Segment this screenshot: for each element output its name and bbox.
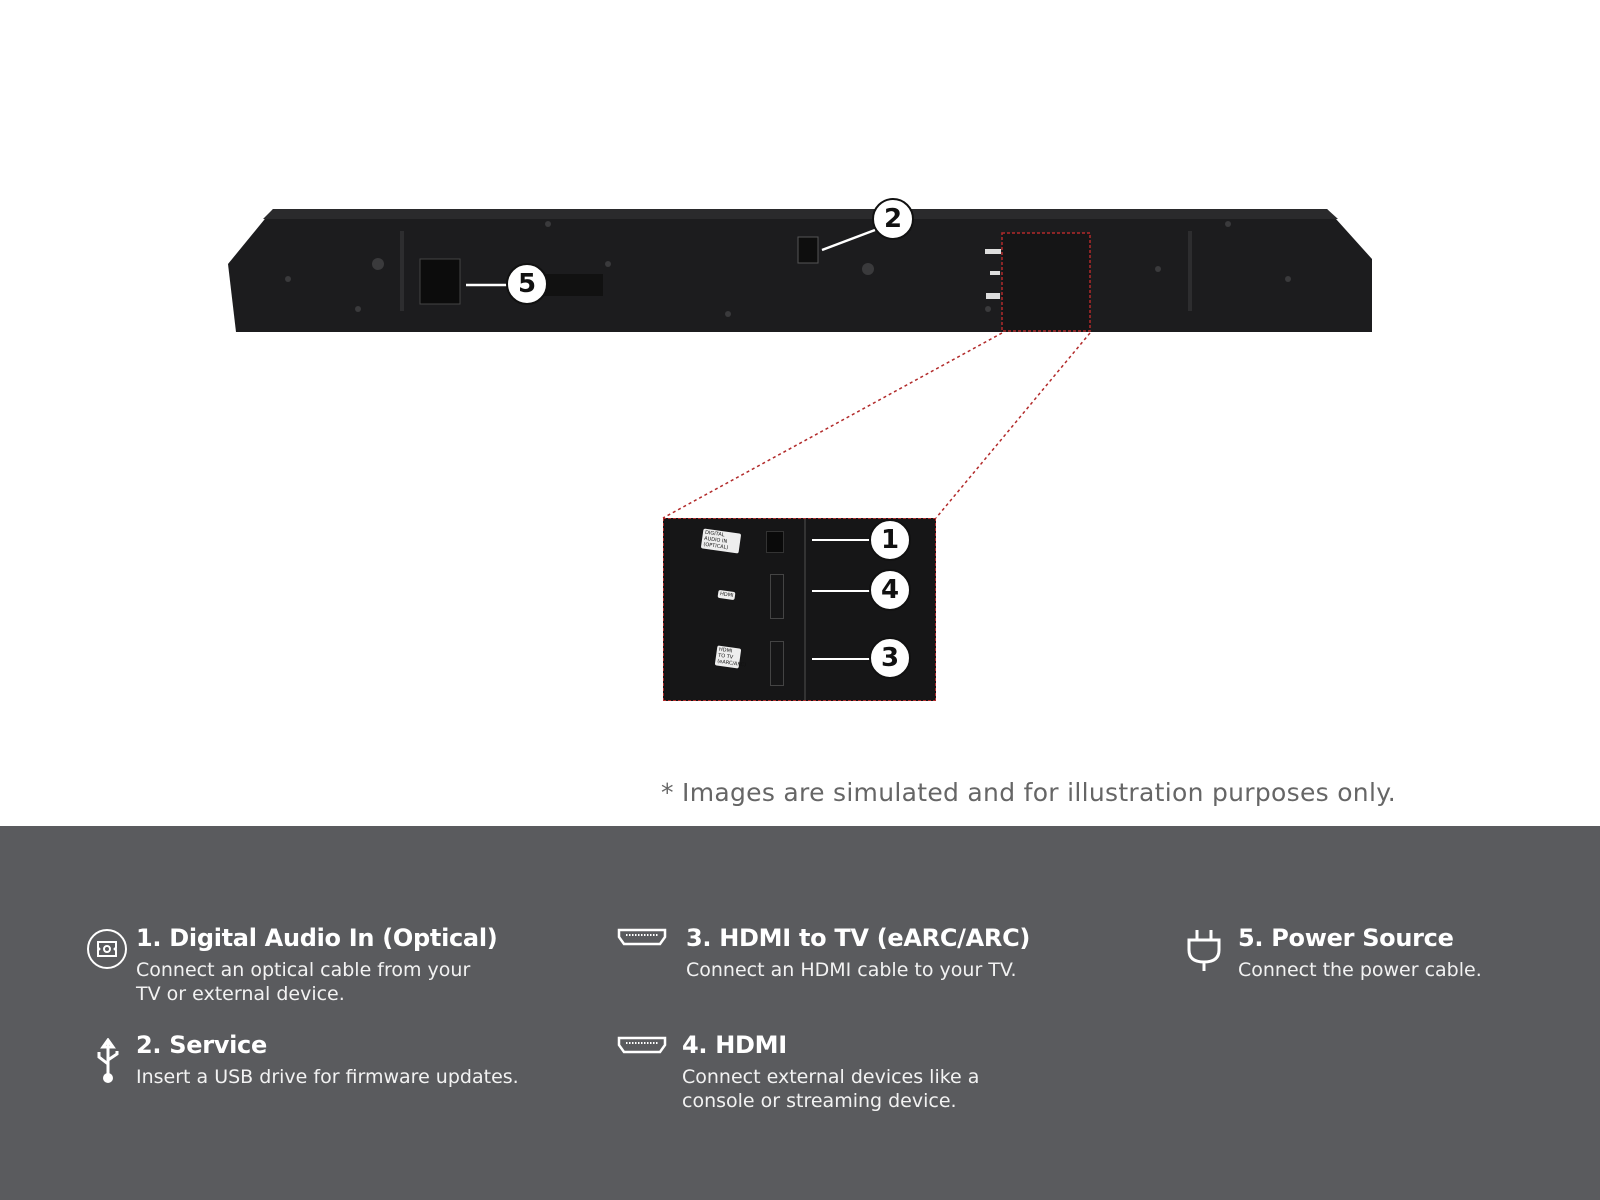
callout-4: 4 (869, 569, 911, 611)
hdmi-icon (617, 1036, 667, 1054)
item-power: 5. Power Source Connect the power cable. (1238, 924, 1482, 981)
port-closeup-inset: DIGITAL AUDIO IN (OPTICAL) HDMI HDMI TO … (663, 518, 936, 701)
callout-3: 3 (869, 637, 911, 679)
disclaimer: * Images are simulated and for illustrat… (661, 778, 1396, 807)
callout-2: 2 (872, 198, 914, 240)
hdmi-tv-port-label: HDMI TO TV (eARC/ARC) (714, 645, 746, 669)
callout-1: 1 (869, 519, 911, 561)
item-hdmi-tv: 3. HDMI to TV (eARC/ARC) Connect an HDMI… (686, 924, 1031, 981)
callout-5: 5 (506, 263, 548, 305)
optical-port-icon (87, 929, 127, 969)
hdmi-icon (617, 928, 667, 946)
hdmi-tv-port (770, 641, 784, 686)
item-title: 4. HDMI (682, 1031, 787, 1059)
optical-port-label: DIGITAL AUDIO IN (OPTICAL) (700, 528, 742, 554)
port-descriptions-panel: 1. Digital Audio In (Optical) Connect an… (0, 826, 1600, 1200)
item-title: 5. Power Source (1238, 924, 1454, 952)
optical-port (766, 531, 784, 553)
power-plug-icon (1187, 930, 1221, 971)
hdmi-port (770, 574, 784, 619)
usb-icon (97, 1038, 119, 1083)
item-optical: 1. Digital Audio In (Optical) Connect an… (136, 924, 498, 1005)
item-title: 2. Service (136, 1031, 267, 1059)
hdmi-port-label: HDMI (717, 589, 736, 601)
item-title: 3. HDMI to TV (eARC/ARC) (686, 924, 1031, 952)
soundbar-rear-image (228, 209, 1372, 332)
item-service: 2. Service Insert a USB drive for firmwa… (136, 1031, 519, 1088)
item-title: 1. Digital Audio In (Optical) (136, 924, 498, 952)
